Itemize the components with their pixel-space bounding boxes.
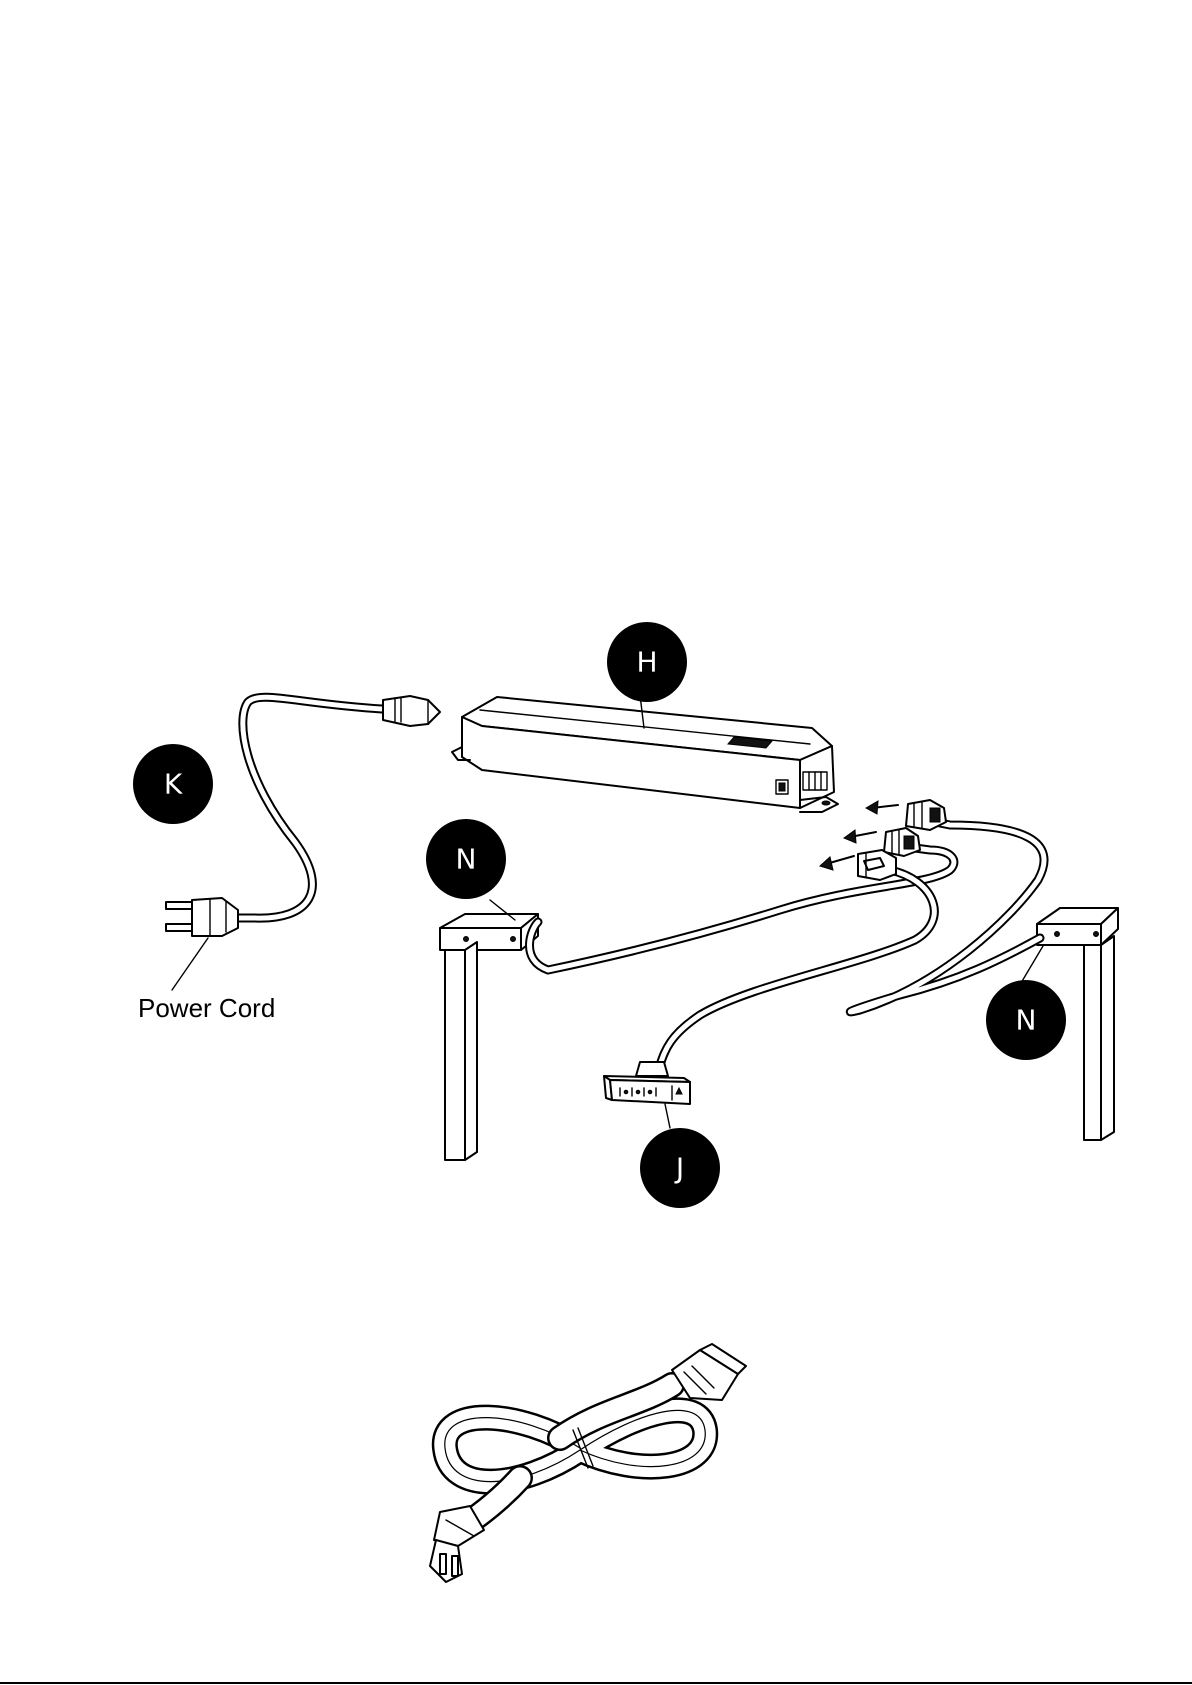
power-cord-caption: Power Cord bbox=[138, 993, 275, 1023]
label-n-left-text: N bbox=[456, 843, 477, 876]
control-box bbox=[452, 695, 838, 812]
connectors bbox=[820, 800, 946, 880]
label-n-right: N bbox=[986, 980, 1066, 1060]
leg-cables bbox=[530, 823, 1045, 1065]
power-cable bbox=[166, 696, 440, 990]
leg-left bbox=[440, 900, 538, 1160]
label-k: K bbox=[133, 744, 213, 824]
label-h: H bbox=[607, 622, 687, 702]
handset bbox=[604, 1062, 690, 1128]
label-j-text: J bbox=[674, 1152, 684, 1185]
label-n-left: N bbox=[426, 819, 506, 899]
label-j: J bbox=[640, 1128, 720, 1208]
label-k-text: K bbox=[164, 768, 183, 801]
coiled-cord bbox=[430, 1344, 746, 1582]
label-n-right-text: N bbox=[1016, 1004, 1037, 1037]
label-h-text: H bbox=[636, 646, 657, 679]
